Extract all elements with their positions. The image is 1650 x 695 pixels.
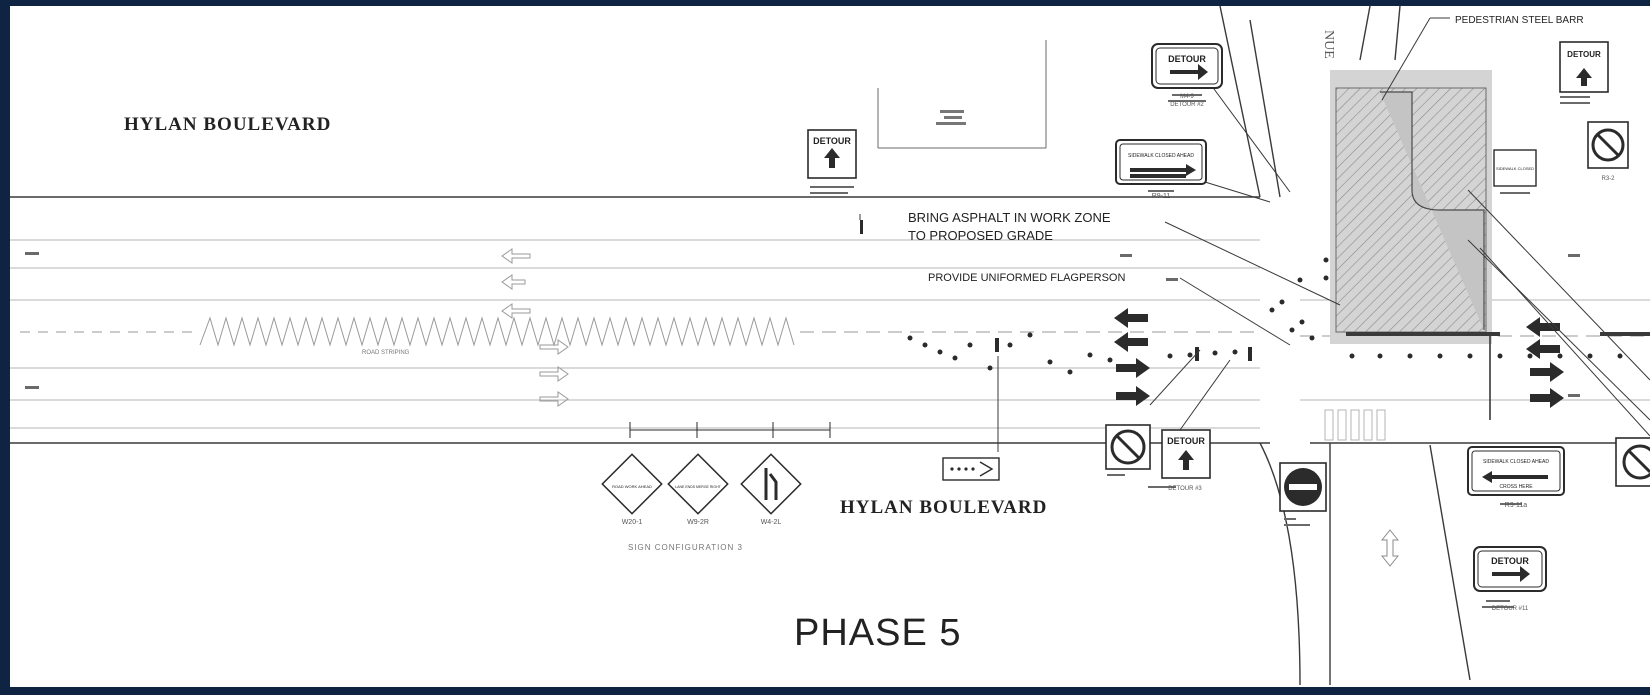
code-w4-2l: W4-2L [761,519,782,526]
detour-sign-top-right-text: DETOUR [1168,54,1206,64]
no-turn-sign-upper [1587,121,1629,169]
detour-sign-bottom-arrow [1473,546,1547,592]
sidewalk-closed-short-text: SIDEWALK CLOSED [1496,166,1534,171]
detour-sign-top-left [807,129,857,179]
sidewalk-closed-lower-cross-text: CROSS HERE [1499,484,1533,490]
warning-sign-lane-merge [740,453,802,515]
street-label-top: HYLAN BOULEVARD [124,114,331,135]
code-r9-11a: R9-11a [1505,502,1528,509]
no-turn-sign-lower [1105,424,1151,470]
warning-road-work-text: ROAD WORK AHEAD [612,484,652,489]
callout-asphalt-line1: BRING ASPHALT IN WORK ZONE [908,210,1111,225]
lane-arrows-solid [1114,308,1564,408]
warning-sign-lane-ends [667,453,729,515]
median-striping [20,316,1650,347]
work-zone [1330,70,1650,420]
code-w9-2r: W9-2R [687,519,709,526]
leader-lines [859,17,1650,452]
sidewalk-closed-ahead-lower-text: SIDEWALK CLOSED AHEAD [1483,459,1549,465]
sign-configuration-label: SIGN CONFIGURATION 3 [628,543,743,552]
street-label-bottom: HYLAN BOULEVARD [840,497,1047,518]
sidewalk-closed-ahead-sign-top [1115,139,1207,185]
callout-pedestrian-barrier: PEDESTRIAN STEEL BARR [1455,15,1584,26]
crosswalk [1324,409,1386,441]
detour-sign-upper-right-text: DETOUR [1567,50,1601,59]
detour-sign-bottom-text: DETOUR [1491,556,1529,566]
warning-lane-ends-text: LANE ENDS MERGE RIGHT [675,485,721,489]
detour-sign-top-left-text: DETOUR [813,136,851,146]
road-striping-label: ROAD STRIPING [362,350,410,356]
detour-sign-lower [1161,429,1211,479]
detour-code-b: DETOUR #3 [1168,486,1202,492]
detour-sign-lower-text: DETOUR [1167,436,1205,446]
detour-code-a: DETOUR #2 [1170,102,1204,108]
detail-box-text [936,110,966,125]
code-r9-11: R9-11 [1152,193,1171,200]
phase-title: PHASE 5 [794,612,962,654]
code-w20-1: W20-1 [622,519,643,526]
micro-labels [25,94,1590,608]
code-m4-9: M4-9 [1180,94,1194,100]
cross-street-label: NUE [1321,30,1336,59]
no-turn-sign-right-edge [1615,437,1650,487]
road-edges [10,196,1650,444]
double-arrow-marker [1380,529,1400,567]
detour-sign-upper-right [1559,41,1609,93]
sidewalk-closed-ahead-top-text: SIDEWALK CLOSED AHEAD [1128,153,1194,159]
do-not-enter-sign [1279,462,1327,512]
sidewalk-closed-sign-small [1493,149,1537,187]
code-r3-2: R3-2 [1601,176,1615,182]
detour-code-c: DETOUR #11 [1492,606,1529,612]
arrow-board [942,457,1000,481]
detail-box [877,40,1047,149]
warning-sign-road-work [601,453,663,515]
cross-street [1219,5,1471,686]
sign-spacing-dimension [629,422,831,438]
pavement-arrows [501,248,569,407]
detour-sign-top-right-arrow [1151,43,1223,89]
callout-flagperson: PROVIDE UNIFORMED FLAGPERSON [928,272,1125,284]
sidewalk-closed-ahead-sign-lower [1467,446,1565,496]
callout-asphalt-line2: TO PROPOSED GRADE [908,228,1053,243]
